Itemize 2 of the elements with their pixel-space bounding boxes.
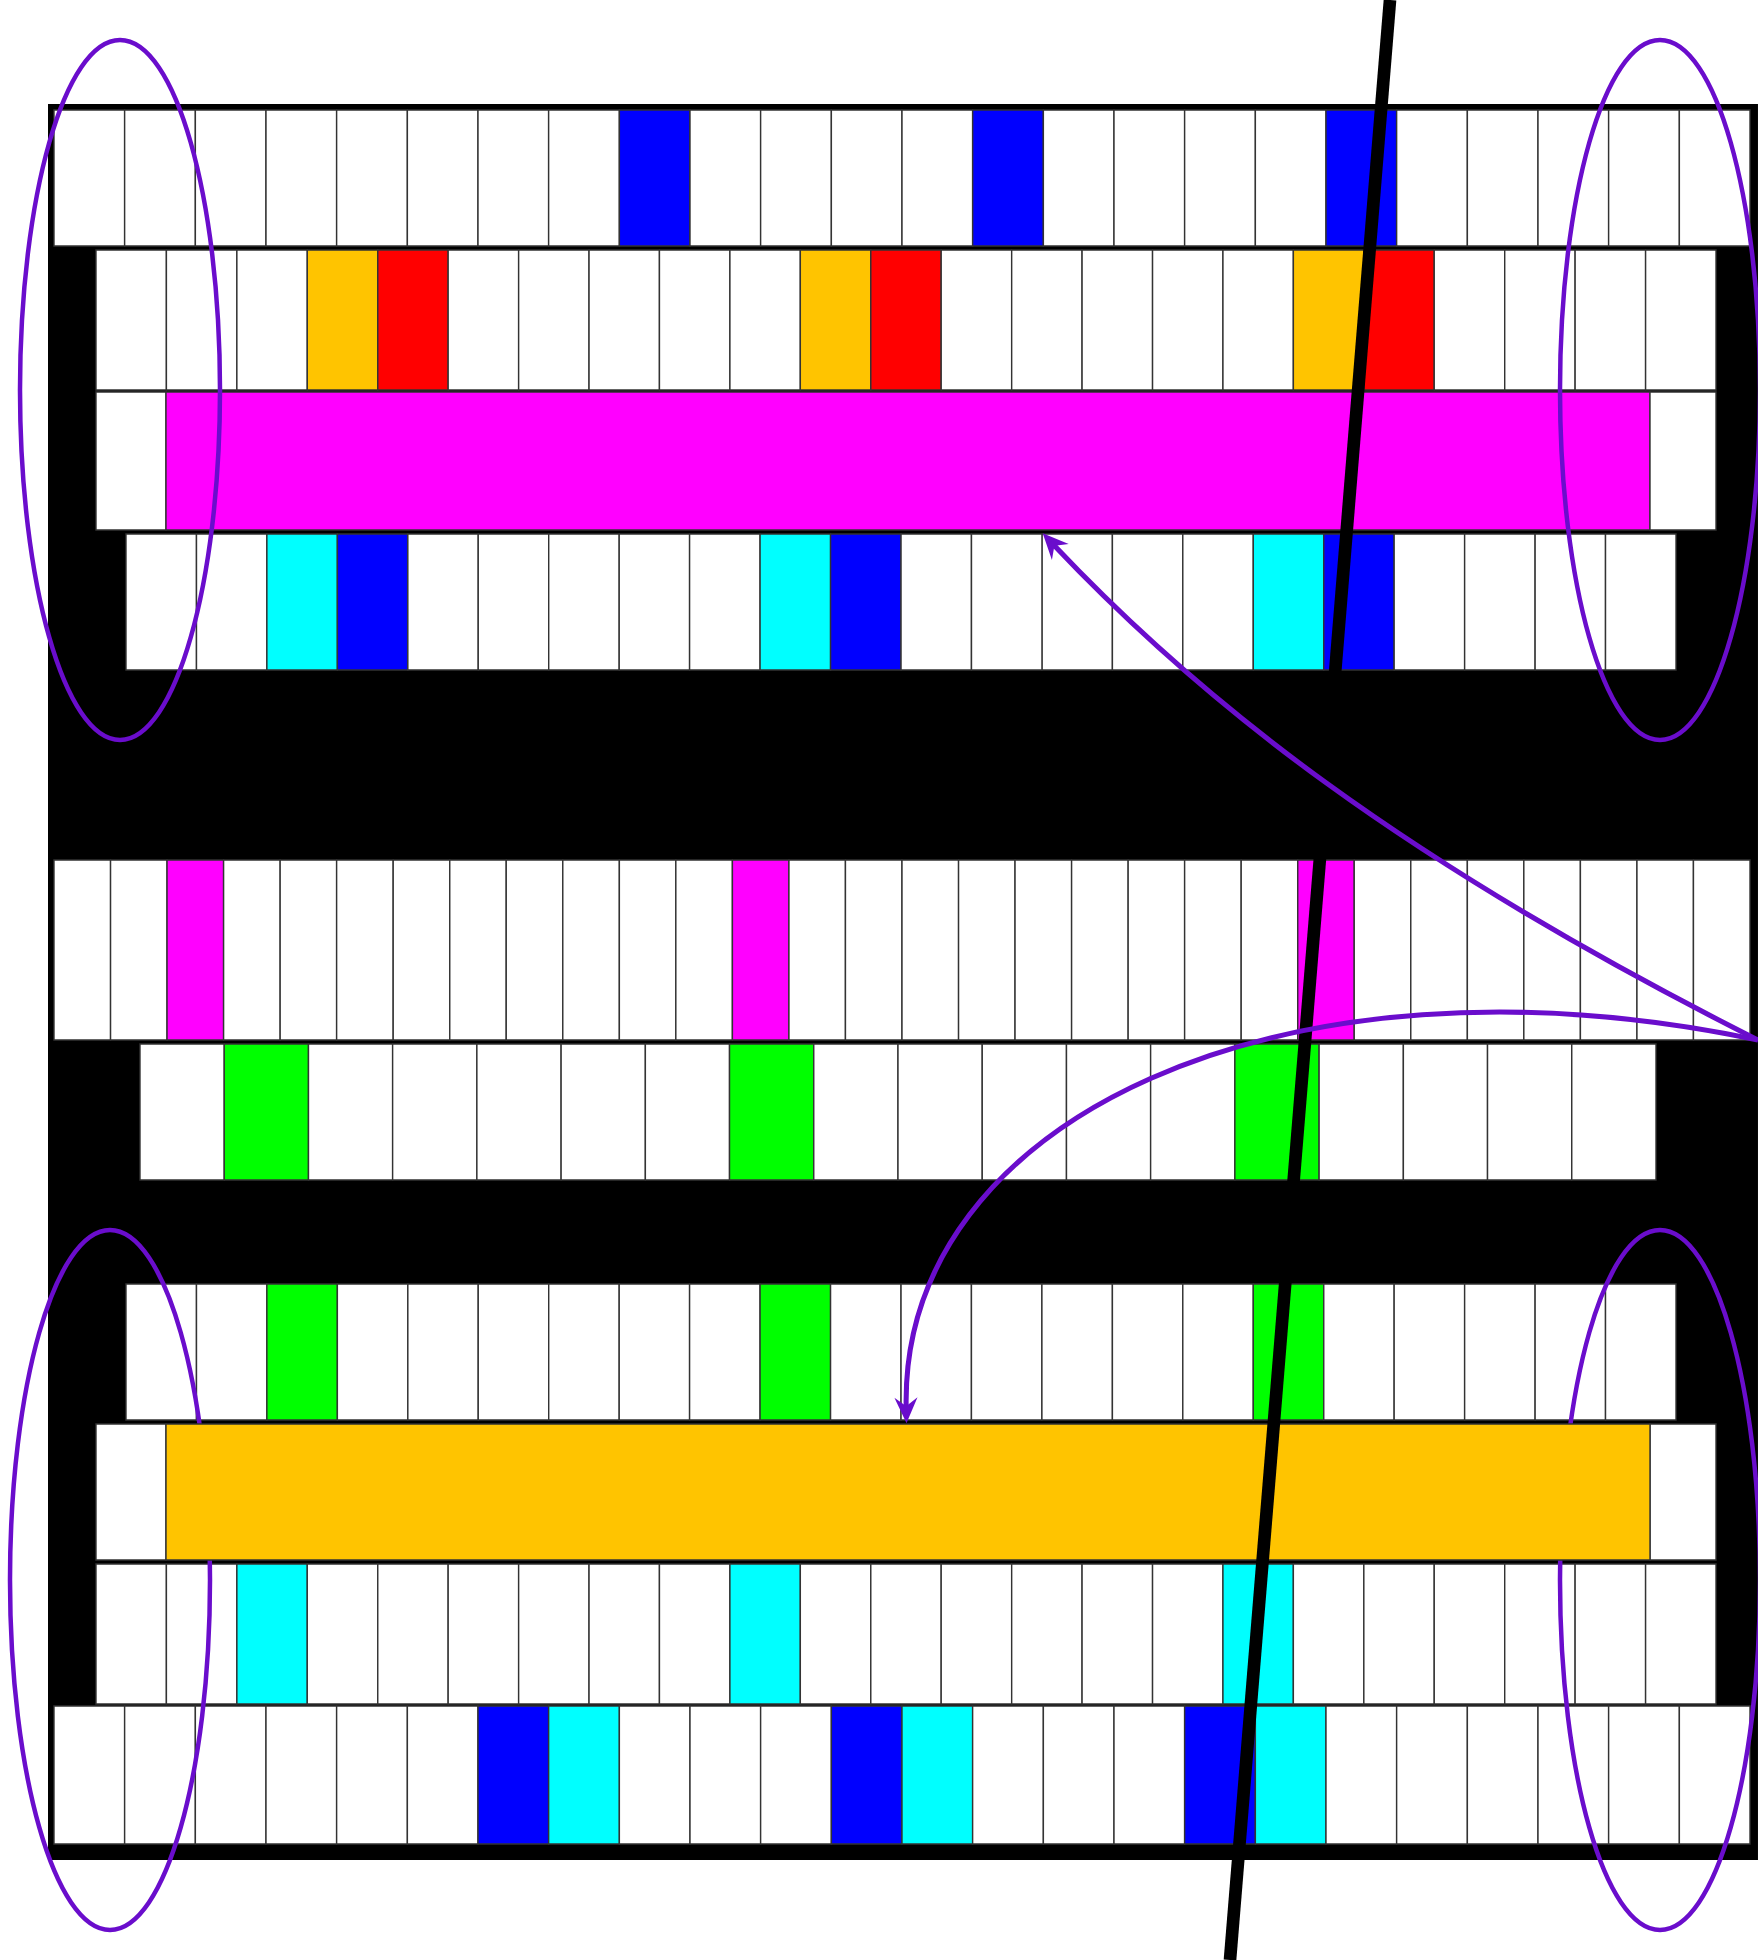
color-bar bbox=[165, 1423, 1651, 1561]
grid-cell bbox=[970, 533, 1043, 671]
